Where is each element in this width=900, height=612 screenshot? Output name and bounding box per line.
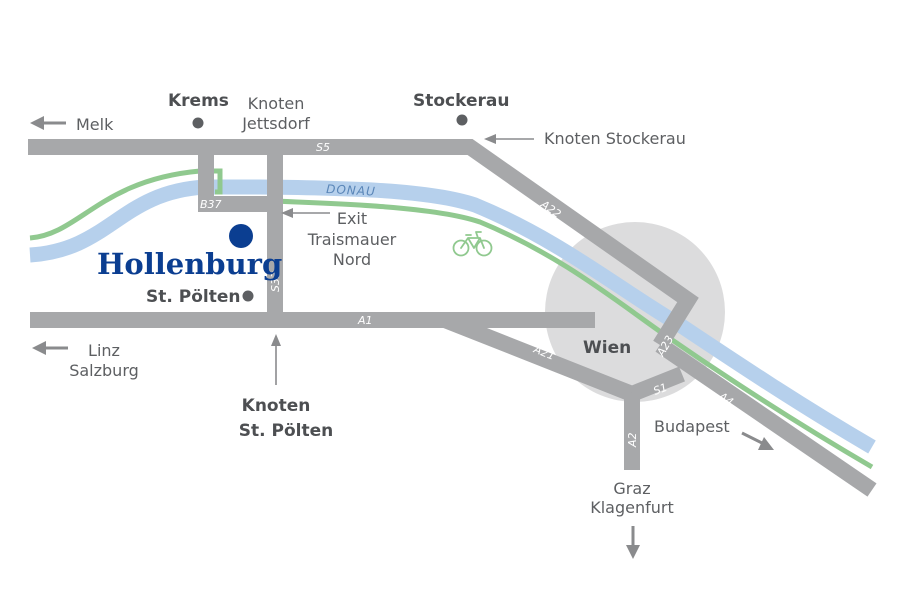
arrow-budapest-icon [741, 431, 774, 450]
arrow-knoten-st-poelten-icon [271, 334, 281, 385]
road-s1 [629, 366, 685, 402]
arrow-exit-icon [281, 208, 330, 218]
arrow-graz-icon [626, 526, 640, 559]
road-network [28, 139, 877, 497]
direction-budapest: Budapest [654, 417, 730, 436]
road-label-s5: S5 [316, 141, 330, 154]
exit-line2: Traismauer [307, 230, 397, 249]
direction-melk: Melk [76, 115, 114, 134]
road-s5 [28, 139, 699, 350]
road-b37 [198, 155, 275, 212]
place-wien: Wien [583, 338, 631, 358]
road-label-s1: S1 [652, 381, 670, 398]
bicycle-icon [452, 231, 493, 257]
arrow-linz-icon [32, 341, 68, 355]
knoten-jettsdorf-line2: Jettsdorf [241, 114, 310, 133]
road-label-b37: B37 [200, 198, 222, 211]
hollenburg-location-dot-icon [229, 224, 253, 248]
road-label-s33: S33 [269, 271, 282, 292]
road-label-a2: A2 [626, 432, 639, 448]
road-label-a1: A1 [357, 314, 373, 327]
road-a4 [655, 338, 877, 497]
road-a21 [442, 312, 635, 402]
arrow-knoten-stockerau-icon [484, 134, 534, 144]
direction-salzburg: Salzburg [69, 361, 139, 380]
place-krems: Krems [168, 91, 229, 111]
arrow-icons [30, 116, 774, 559]
direction-klagenfurt: Klagenfurt [590, 498, 674, 517]
knoten-st-poelten-line2: St. Pölten [239, 421, 333, 441]
exit-line3: Nord [333, 250, 371, 269]
krems-dot-icon [192, 117, 204, 129]
knoten-stockerau-label: Knoten Stockerau [544, 129, 686, 148]
place-st-poelten: St. Pölten [146, 287, 240, 307]
river-label: DONAU [326, 182, 376, 199]
st-poelten-dot-icon [242, 290, 254, 302]
stockerau-dot-icon [456, 114, 468, 126]
knoten-jettsdorf-line1: Knoten [248, 94, 305, 113]
exit-line1: Exit [337, 209, 367, 228]
place-stockerau: Stockerau [413, 91, 509, 111]
arrow-melk-icon [30, 116, 66, 130]
direction-linz: Linz [88, 341, 120, 360]
knoten-st-poelten-line1: Knoten [242, 396, 311, 416]
brand-hollenburg: Hollenburg [97, 247, 282, 281]
direction-graz: Graz [613, 479, 650, 498]
danube-river [29, 179, 876, 454]
